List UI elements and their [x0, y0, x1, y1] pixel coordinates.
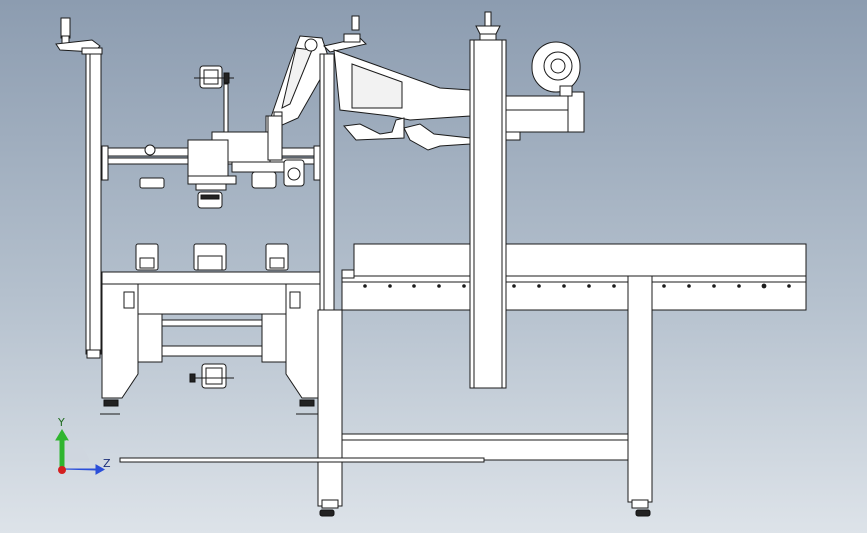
- tape-reel: [531, 41, 581, 97]
- lower-chassis-frame: [100, 271, 323, 415]
- bottom-roller-bracket: [189, 363, 234, 389]
- x-axis-dot: [58, 466, 66, 474]
- z-axis-arrow: [61, 464, 106, 475]
- left-vertical-post: [85, 53, 102, 359]
- z-axis-label: Z: [103, 457, 111, 470]
- tape-reel-bracket: [505, 91, 585, 141]
- flap-arm: [333, 49, 471, 151]
- lower-crossbar: [119, 433, 629, 463]
- top-adjust-knob[interactable]: [475, 11, 501, 41]
- axis-triad: Y Z: [55, 416, 111, 475]
- y-axis-label: Y: [57, 416, 65, 429]
- rear-column: [469, 39, 507, 389]
- left-handwheel-crank[interactable]: [55, 17, 103, 55]
- taping-head-assembly[interactable]: [187, 115, 305, 209]
- support-leg-right: [627, 275, 653, 517]
- support-leg-left: [317, 309, 343, 517]
- arm-crank-handle[interactable]: [323, 15, 367, 53]
- conveyor-mounting-holes: [363, 283, 791, 289]
- lower-guide-blocks: [135, 243, 289, 271]
- upper-roller-bracket: [194, 65, 234, 137]
- conveyor-bed: [341, 243, 807, 311]
- y-axis-arrow: [55, 429, 69, 471]
- triad-plane-fan: [66, 440, 90, 462]
